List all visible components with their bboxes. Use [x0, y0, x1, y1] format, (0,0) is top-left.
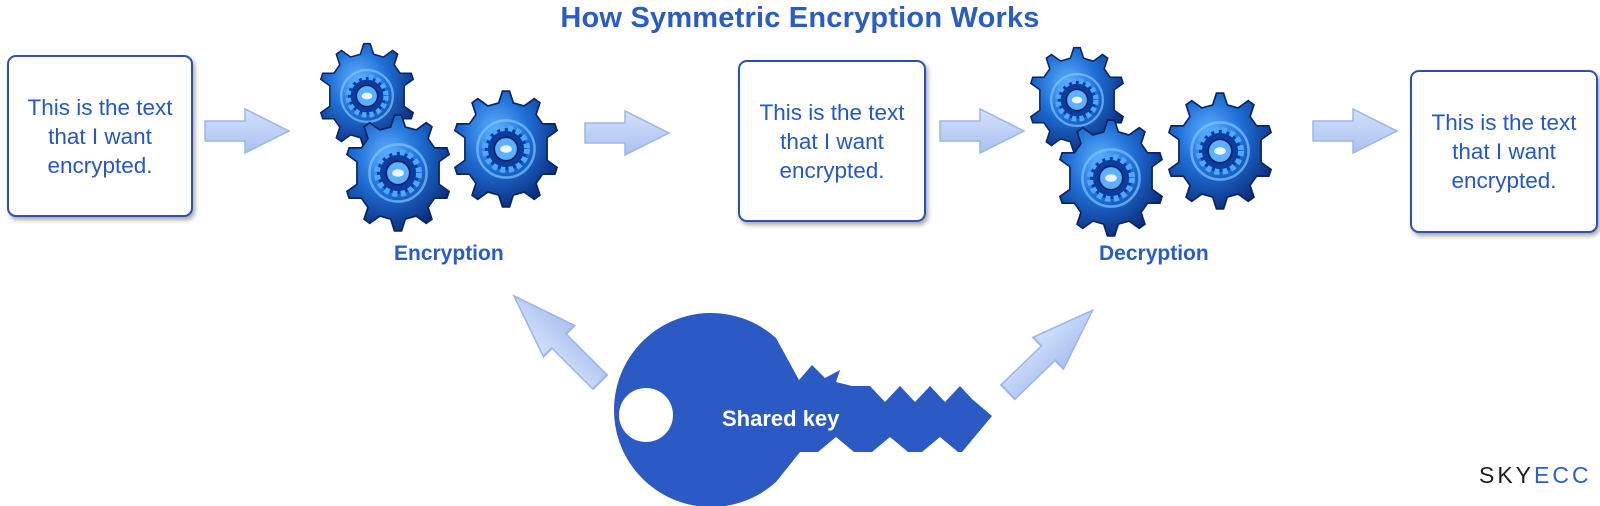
- diagram-title: How Symmetric Encryption Works: [560, 2, 1040, 34]
- ciphertext-line: that I want: [780, 128, 884, 154]
- arrow-diagonal-icon: [991, 293, 1109, 409]
- ciphertext-box: This is the text that I want encrypted.: [738, 60, 926, 222]
- plaintext-box: This is the text that I want encrypted.: [7, 55, 193, 217]
- arrow-diagonal-icon: [497, 279, 617, 399]
- ciphertext-line: encrypted.: [779, 157, 885, 183]
- arrow-right-icon: [584, 110, 670, 156]
- brand-part-2: ECC: [1534, 462, 1592, 488]
- shared-key-label: Shared key: [722, 406, 840, 431]
- arrow-right-icon: [939, 108, 1025, 154]
- gear-icon: [455, 91, 557, 207]
- decrypted-line: This is the text: [1431, 110, 1577, 135]
- key-icon: [614, 313, 992, 506]
- decrypted-line: that I want: [1452, 139, 1556, 164]
- decrypted-text-box: This is the text that I want encrypted.: [1410, 70, 1598, 233]
- encryption-label: Encryption: [394, 242, 504, 265]
- arrow-right-icon: [204, 108, 290, 154]
- plaintext-line: This is the text: [27, 94, 173, 120]
- ciphertext-line: This is the text: [759, 99, 905, 125]
- brand-part-1: SKY: [1479, 462, 1535, 488]
- decryption-label: Decryption: [1099, 242, 1209, 265]
- brand-logo: SKYECC: [1479, 462, 1592, 489]
- arrow-right-icon: [1312, 108, 1398, 154]
- encryption-gears: [321, 44, 557, 231]
- decryption-gears: [1031, 48, 1271, 236]
- plaintext-line: that I want: [48, 123, 152, 149]
- decrypted-line: encrypted.: [1451, 168, 1557, 193]
- plaintext-line: encrypted.: [47, 152, 153, 178]
- gear-icon: [1169, 93, 1271, 209]
